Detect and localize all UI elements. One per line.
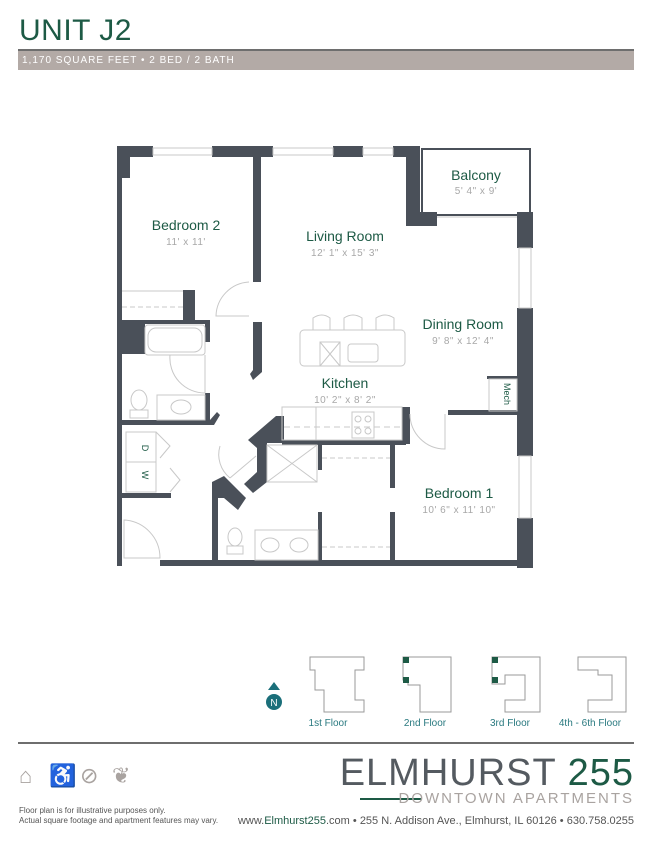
disclaimer: Floor plan is for illustrative purposes … <box>19 806 218 826</box>
north-compass-icon: N <box>266 682 282 710</box>
separator: • <box>559 815 564 827</box>
footer-divider <box>18 742 634 744</box>
mech-label: Mech <box>502 383 512 405</box>
brand-number: 255 <box>567 752 634 794</box>
disclaimer-line-1: Floor plan is for illustrative purposes … <box>19 806 166 815</box>
unit-title: UNIT J2 <box>19 14 132 47</box>
brand-logo: ELMHURST 255 <box>340 753 634 793</box>
room-dims-dining-room: 9' 8" x 12' 4" <box>432 336 494 347</box>
room-dims-bedroom-1: 10' 6" x 11' 10" <box>422 505 495 516</box>
website-name: Elmhurst255 <box>264 815 326 827</box>
room-name-bedroom-1: Bedroom 1 <box>425 485 494 501</box>
floor-plan: Bedroom 2 11' x 11' Living Room 12' 1" x… <box>117 146 627 729</box>
room-name-balcony: Balcony <box>451 167 501 183</box>
floor-map-3rd[interactable] <box>491 656 541 713</box>
equal-housing-icon: ⌂ <box>19 763 33 788</box>
address: 255 N. Addison Ave., Elmhurst, IL 60126 <box>359 815 557 827</box>
accessible-icon: ♿ <box>49 763 77 788</box>
room-labels: Bedroom 2 11' x 11' Living Room 12' 1" x… <box>140 167 512 516</box>
website-prefix: www. <box>237 815 265 827</box>
room-dims-bedroom-2: 11' x 11' <box>166 237 206 248</box>
brand-line <box>360 798 422 800</box>
room-dims-balcony: 5' 4" x 9' <box>455 186 497 197</box>
floor-label-4th-6th: 4th - 6th Floor <box>559 718 622 729</box>
room-name-bedroom-2: Bedroom 2 <box>152 217 221 233</box>
fixtures-lines <box>122 147 532 561</box>
unit-info: 1,170 SQUARE FEET • 2 BED / 2 BATH <box>22 55 235 66</box>
pet-friendly-icon: ❦ <box>112 763 131 788</box>
floor-map-1st[interactable] <box>309 656 365 713</box>
floor-label-3rd: 3rd Floor <box>490 718 531 729</box>
brand-tagline: DOWNTOWN APARTMENTS <box>398 790 634 807</box>
disclaimer-line-2: Actual square footage and apartment feat… <box>19 816 219 825</box>
floor-label-1st: 1st Floor <box>309 718 349 729</box>
separator: • <box>352 815 357 827</box>
room-name-living-room: Living Room <box>306 228 384 244</box>
dryer-label: D <box>140 445 150 452</box>
website-suffix: .com <box>325 815 350 827</box>
website-link[interactable]: www.Elmhurst255.com <box>238 815 350 827</box>
no-smoking-icon: ⊘ <box>80 763 99 788</box>
washer-label: W <box>140 471 150 480</box>
room-name-kitchen: Kitchen <box>322 375 369 391</box>
room-dims-living-room: 12' 1" x 15' 3" <box>311 248 379 259</box>
contact-info: www.Elmhurst255.com • 255 N. Addison Ave… <box>238 815 634 827</box>
floor-map-2nd[interactable] <box>402 656 452 713</box>
phone[interactable]: 630.758.0255 <box>566 815 634 827</box>
floor-map-4th-6th[interactable] <box>577 656 627 713</box>
unit-info-bar: 1,170 SQUARE FEET • 2 BED / 2 BATH <box>18 49 634 70</box>
room-dims-kitchen: 10' 2" x 8' 2" <box>314 395 376 406</box>
compass-label: N <box>270 698 277 709</box>
brand-name: ELMHURST <box>339 752 557 794</box>
floor-label-2nd: 2nd Floor <box>404 718 447 729</box>
room-name-dining-room: Dining Room <box>423 316 504 332</box>
